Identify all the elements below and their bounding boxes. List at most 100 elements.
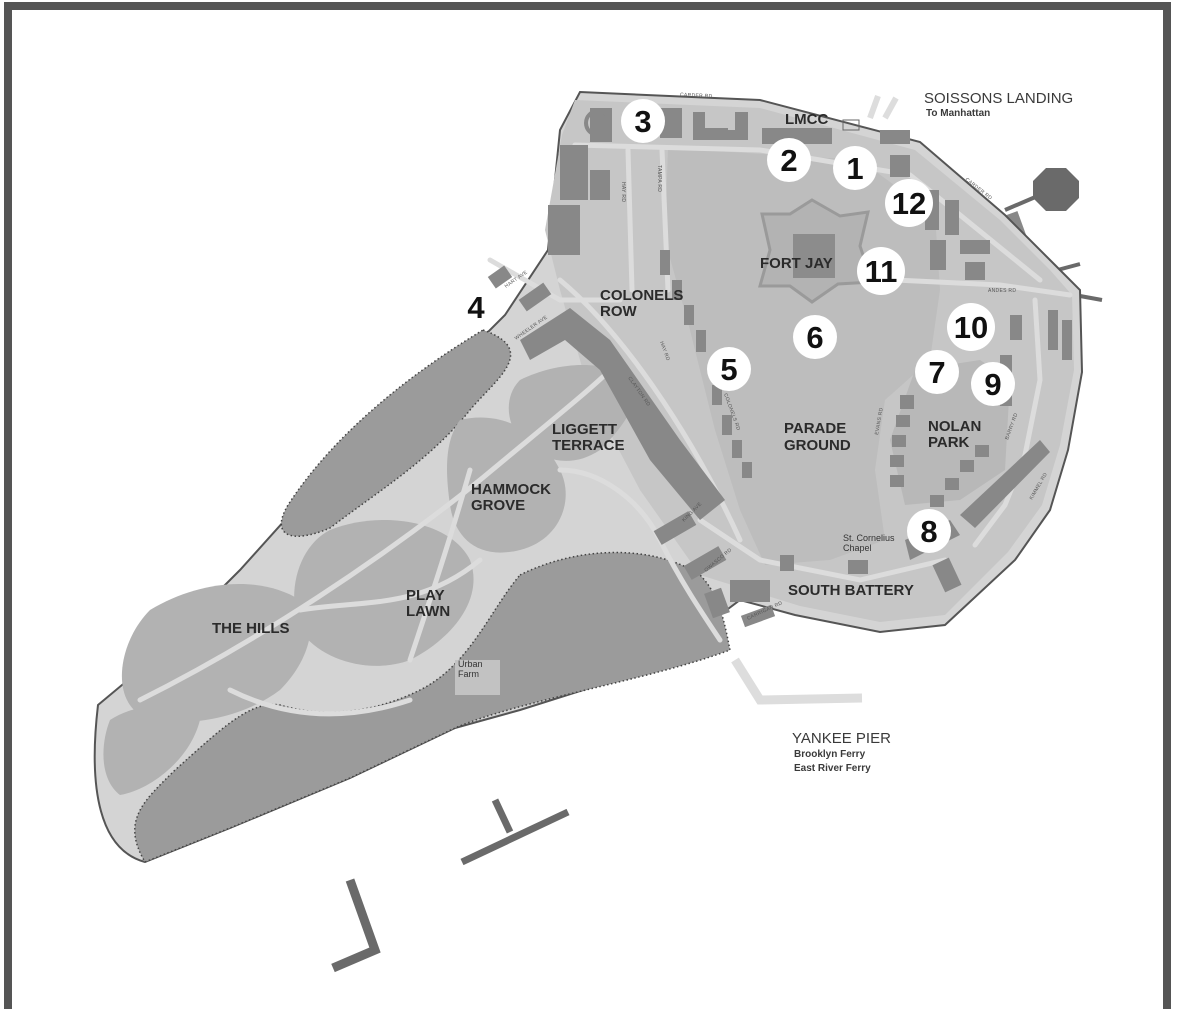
building-nolan-5 <box>890 475 904 487</box>
yankee-pier <box>731 657 863 705</box>
building-ne-6 <box>930 240 946 270</box>
lawn-hammock <box>447 417 566 553</box>
south-pier <box>331 878 381 973</box>
path-curve-2 <box>407 467 473 663</box>
marker-9[interactable]: 9 <box>971 362 1015 406</box>
yankee-pier-sub-2: East River Ferry <box>794 763 871 774</box>
building-col-2 <box>672 280 682 300</box>
marker-5[interactable]: 5 <box>707 347 751 391</box>
building-sb-east <box>932 557 962 593</box>
markers: 1 2 3 4 5 6 7 8 9 10 11 12 <box>454 99 1015 553</box>
circle-drive <box>584 109 612 137</box>
marker-2[interactable]: 2 <box>767 138 811 182</box>
building-ne-7 <box>965 262 985 280</box>
lmcc-plaza <box>842 119 860 131</box>
building-sb-4 <box>780 555 794 571</box>
building-col-5 <box>712 385 722 405</box>
urban-farm-plot <box>455 660 500 695</box>
soissons-landing-title: SOISSONS LANDING <box>924 90 1073 107</box>
label-parade-2: GROUND <box>784 437 851 454</box>
middle-pier-stem <box>491 798 514 834</box>
building-nolan-3 <box>892 435 906 447</box>
south-construction <box>134 551 731 863</box>
building-sb-3 <box>740 604 776 628</box>
marker-10[interactable]: 10 <box>947 303 995 351</box>
path-curve-3 <box>227 687 413 717</box>
label-lmcc: LMCC <box>785 111 828 128</box>
marker-1-label: 1 <box>846 151 863 186</box>
label-nolan-2: PARK <box>928 434 970 451</box>
path-main-east-west <box>137 367 613 703</box>
marker-7[interactable]: 7 <box>915 350 959 394</box>
path-south <box>697 517 948 583</box>
marker-6[interactable]: 6 <box>793 315 837 359</box>
building-col-4 <box>696 330 706 352</box>
label-fort-jay: FORT JAY <box>760 255 833 272</box>
building-nw-2 <box>660 108 682 138</box>
road-andes: ANDES RD <box>988 288 1016 294</box>
marker-3[interactable]: 3 <box>621 99 665 143</box>
label-colonels-row-2: ROW <box>600 303 638 320</box>
road-hay: HAY RD <box>620 182 626 202</box>
marker-4-label: 4 <box>467 290 485 325</box>
building-nw-5 <box>560 145 588 200</box>
yankee-pier-title: YANKEE PIER <box>792 730 891 747</box>
north-west-construction <box>280 329 512 537</box>
building-nolan-9 <box>930 495 944 507</box>
marker-1[interactable]: 1 <box>833 146 877 190</box>
building-wheeler-2 <box>518 282 552 312</box>
marker-12-label: 12 <box>892 186 926 221</box>
marker-8[interactable]: 8 <box>907 509 951 553</box>
marker-12[interactable]: 12 <box>885 179 933 227</box>
marker-10-label: 10 <box>954 310 988 345</box>
building-king-1 <box>653 511 697 545</box>
middle-pier <box>460 808 570 866</box>
lawn-liggett <box>508 365 635 461</box>
building-liggett-hall <box>520 308 725 520</box>
road-tampa: TAMPA RD <box>656 165 662 192</box>
building-kimmel <box>960 440 1050 528</box>
path-curve-1 <box>297 557 483 613</box>
building-nw-4 <box>720 112 748 140</box>
building-lmcc <box>762 128 832 144</box>
soissons-pier <box>867 94 899 120</box>
building-ne-1 <box>880 130 910 144</box>
ferry-octagon <box>1033 168 1079 211</box>
road-carder: CARDER RD <box>680 92 713 100</box>
building-east-4 <box>1062 320 1072 360</box>
buildings <box>487 108 1072 628</box>
label-hills: THE HILLS <box>212 620 290 637</box>
pier-labels: SOISSONS LANDING To Manhattan YANKEE PIE… <box>792 90 1073 774</box>
label-colonels-row-1: COLONELS <box>600 287 683 304</box>
building-ne-2 <box>890 155 910 177</box>
building-east-2 <box>1010 315 1022 340</box>
marker-4[interactable]: 4 <box>454 285 498 329</box>
soissons-landing-sub: To Manhattan <box>926 108 990 119</box>
building-nolan-6 <box>960 460 974 472</box>
marker-11[interactable]: 11 <box>857 247 905 295</box>
building-nw-7 <box>590 170 610 200</box>
building-col-3 <box>684 305 694 325</box>
building-nolan-4 <box>890 455 904 467</box>
marker-7-label: 7 <box>928 355 945 390</box>
building-col-7 <box>732 440 742 458</box>
paths <box>137 142 1073 717</box>
west-lawns <box>103 365 635 795</box>
marker-5-label: 5 <box>720 352 737 387</box>
label-liggett-1: LIGGETT <box>552 421 617 438</box>
building-east-3 <box>1048 310 1058 350</box>
label-hammock-2: GROVE <box>471 497 525 514</box>
building-king-2 <box>683 546 727 580</box>
building-nolan-8 <box>945 478 959 490</box>
building-nolan-1 <box>900 395 914 409</box>
fort-jay-building <box>793 234 835 278</box>
building-col-8 <box>742 462 752 478</box>
building-nolan-2 <box>896 415 910 427</box>
label-south-battery: SOUTH BATTERY <box>788 582 914 599</box>
area-labels: LMCC FORT JAY COLONELS ROW PARADE GROUND… <box>212 111 981 679</box>
marker-9-label: 9 <box>984 367 1001 402</box>
building-col-6 <box>722 415 732 435</box>
marker-2-label: 2 <box>780 143 797 178</box>
marker-6-label: 6 <box>806 320 823 355</box>
